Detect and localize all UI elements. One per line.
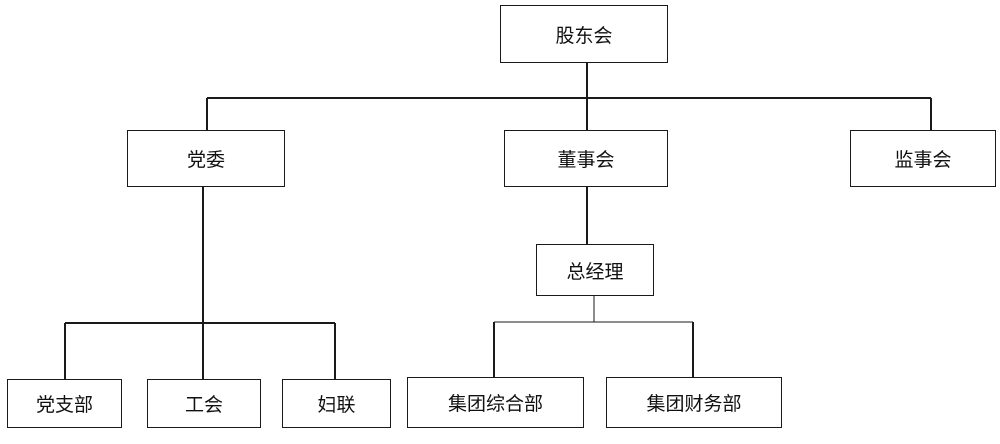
node-label: 党委 (186, 149, 225, 171)
node-board-of-directors: 董事会 (504, 130, 668, 187)
node-general-manager: 总经理 (536, 244, 654, 296)
node-finance-department: 集团财务部 (606, 377, 782, 428)
node-party-branch: 党支部 (7, 379, 122, 428)
node-label: 党支部 (35, 394, 93, 416)
node-label: 工会 (184, 394, 223, 416)
node-womens-federation: 妇联 (282, 379, 391, 428)
node-shareholders-meeting: 股东会 (500, 5, 668, 63)
node-label: 集团综合部 (447, 393, 543, 415)
node-general-department: 集团综合部 (407, 377, 584, 428)
node-board-of-supervisors: 监事会 (850, 130, 996, 187)
node-party-committee: 党委 (127, 130, 285, 187)
node-label: 总经理 (566, 260, 624, 283)
node-labor-union: 工会 (147, 379, 261, 428)
node-label: 监事会 (894, 149, 952, 171)
node-label: 妇联 (317, 394, 356, 416)
node-label: 集团财务部 (646, 393, 742, 415)
node-label: 股东会 (555, 24, 613, 47)
node-label: 董事会 (557, 149, 615, 171)
